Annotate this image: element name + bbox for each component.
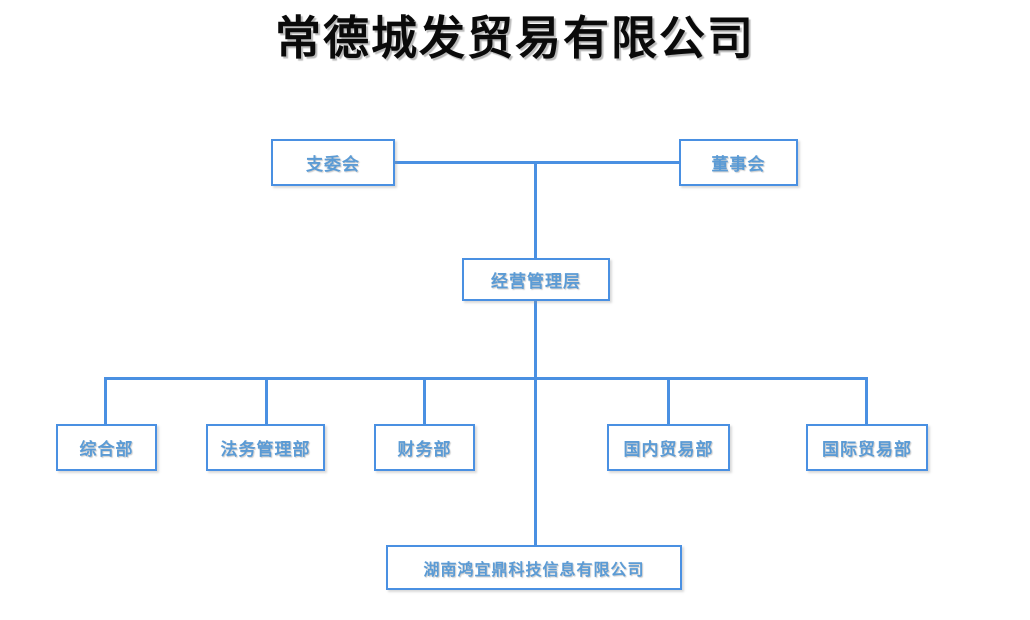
node-board-of-directors-label: 董事会 [711, 155, 766, 174]
connector-departments-to-subsidiary [534, 377, 537, 545]
node-management-label: 经营管理层 [491, 272, 581, 291]
node-dept-legal[interactable]: 法务管理部 [206, 424, 325, 471]
node-dept-general[interactable]: 综合部 [56, 424, 157, 471]
node-management[interactable]: 经营管理层 [462, 258, 610, 301]
node-dept-legal-label: 法务管理部 [220, 440, 311, 459]
connector-drop-dept-general [104, 377, 107, 425]
node-dept-general-label: 综合部 [79, 440, 134, 459]
node-subsidiary-label: 湖南鸿宜鼎科技信息有限公司 [423, 561, 645, 579]
node-party-committee-label: 支委会 [306, 155, 360, 174]
connector-department-bus [104, 377, 868, 380]
node-subsidiary[interactable]: 湖南鸿宜鼎科技信息有限公司 [386, 545, 682, 590]
connector-top-horizontal [395, 161, 679, 164]
node-party-committee[interactable]: 支委会 [271, 139, 395, 186]
connector-spine-to-management [534, 161, 537, 260]
connector-drop-dept-domestic-trade [667, 377, 670, 425]
node-dept-domestic-trade-label: 国内贸易部 [623, 440, 714, 459]
node-dept-international-trade[interactable]: 国际贸易部 [806, 424, 928, 471]
connector-management-to-departments [534, 300, 537, 380]
node-board-of-directors[interactable]: 董事会 [679, 139, 798, 186]
connector-drop-dept-legal [265, 377, 268, 425]
connector-drop-dept-international-trade [865, 377, 868, 425]
page-title: 常德城发贸易有限公司 [275, 13, 755, 64]
node-dept-finance[interactable]: 财务部 [374, 424, 475, 471]
node-dept-domestic-trade[interactable]: 国内贸易部 [607, 424, 730, 471]
node-dept-finance-label: 财务部 [397, 440, 452, 459]
node-dept-international-trade-label: 国际贸易部 [822, 440, 912, 459]
connector-drop-dept-finance [423, 377, 426, 425]
